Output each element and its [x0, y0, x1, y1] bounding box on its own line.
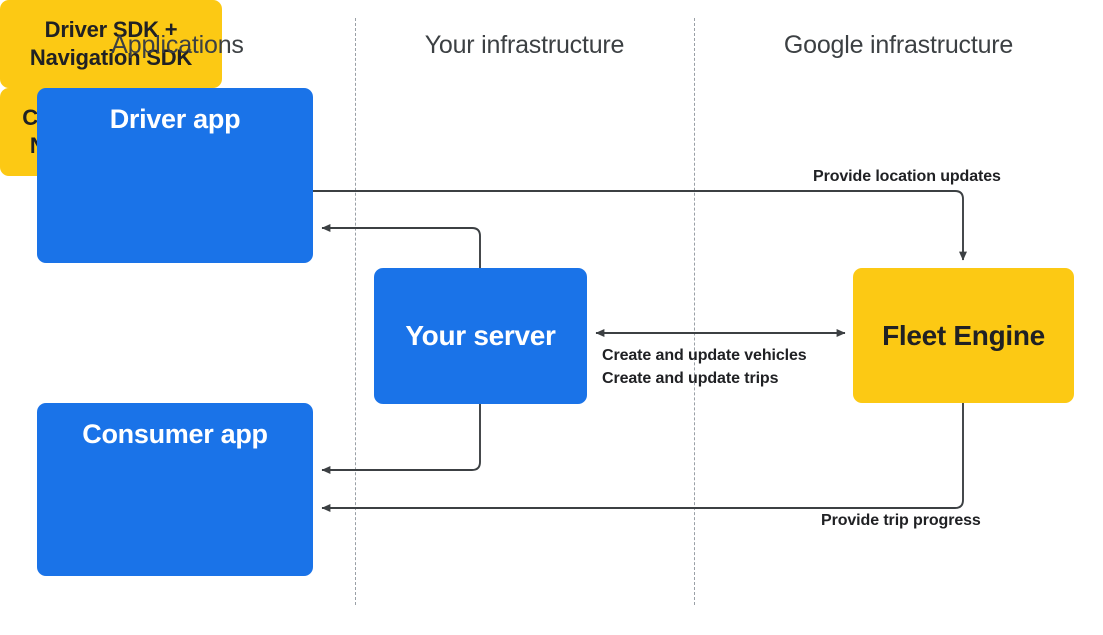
driver-app-title: Driver app [109, 104, 241, 134]
edge-label-create-and-update: Create and update vehicles Create and up… [602, 347, 807, 387]
column-header-your-infrastructure: Your infrastructure [424, 31, 625, 59]
connector-driver-to-fleet-engine [313, 190, 967, 261]
driver-sdk-label: Driver SDK + Navigation SDK [29, 16, 193, 70]
your-server-title: Your server [405, 320, 556, 351]
connector-server-to-consumer-app [321, 404, 481, 474]
edge-label-provide-trip-progress: Provide trip progress [821, 512, 981, 529]
fleet-engine-title: Fleet Engine [882, 319, 1045, 351]
connector-server-to-driver-app [321, 224, 481, 268]
edge-label-provide-location-updates: Provide location updates [813, 168, 1001, 185]
connector-fleet-engine-to-consumer [321, 403, 964, 512]
column-header-google-infrastructure: Google infrastructure [783, 31, 1014, 59]
swimlane-divider-right [694, 18, 695, 605]
swimlane-divider-left [355, 18, 356, 605]
node-fleet-engine[interactable]: Fleet Engine [853, 268, 1074, 403]
consumer-app-title: Consumer app [82, 419, 268, 449]
node-driver-sdk[interactable]: Driver SDK + Navigation SDK [0, 0, 222, 88]
node-consumer-app[interactable]: Consumer app [37, 403, 313, 576]
node-your-server[interactable]: Your server [374, 268, 587, 404]
column-header-applications: Applications [111, 31, 244, 59]
node-driver-app[interactable]: Driver app [37, 88, 313, 263]
